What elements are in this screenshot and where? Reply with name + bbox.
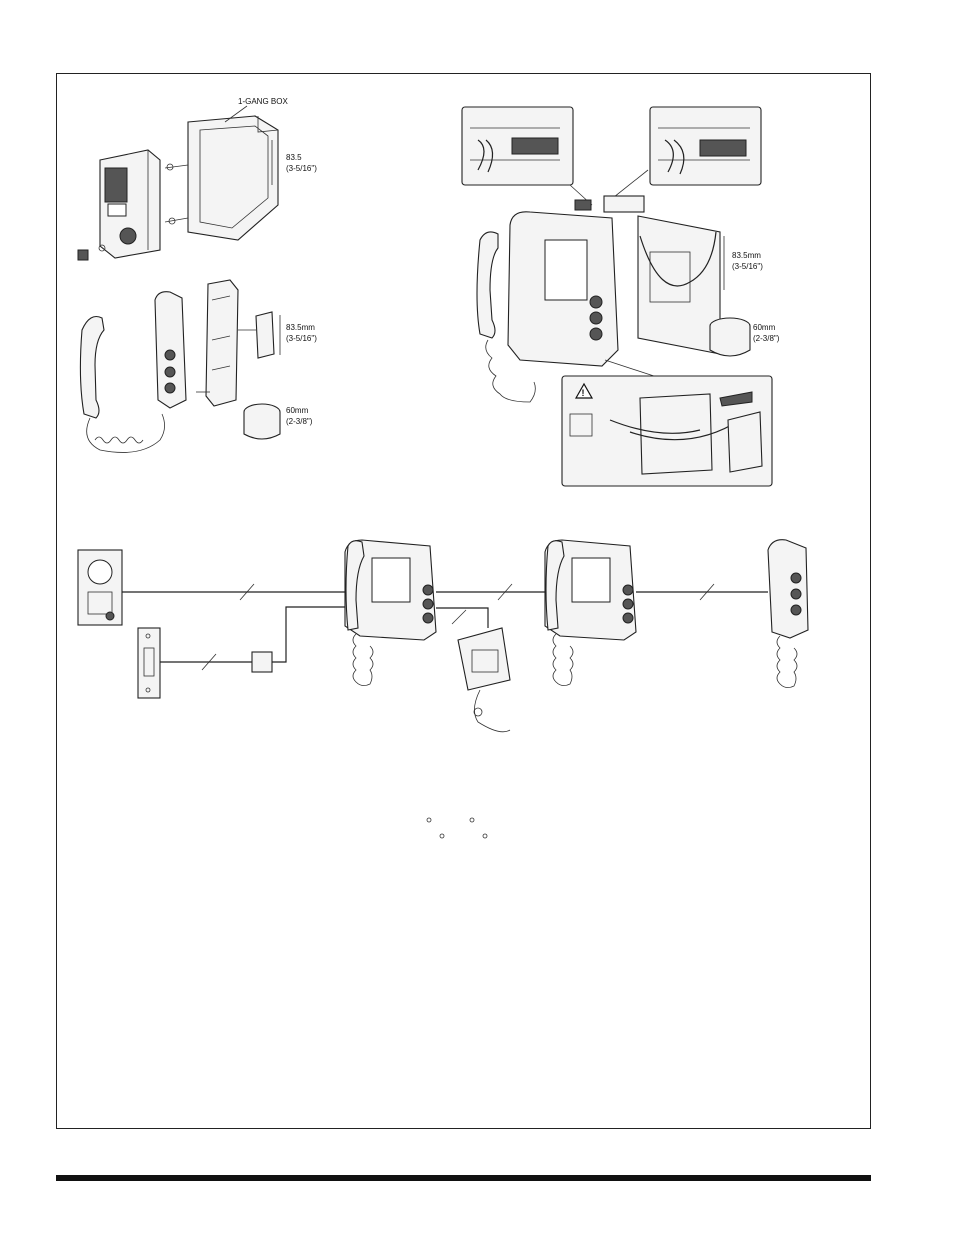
door-strike [137,627,161,699]
main-round-in: (2-3/8") [753,334,780,343]
sub-station [767,539,809,688]
sub-round-in: (2-3/8") [286,417,313,426]
stray-marks [426,817,488,839]
relay-box [251,651,273,673]
sub-dim-mm: 83.5mm [286,323,315,332]
main-monitor-install: 83.5mm (3-5/16") 60mm (2-3/8") ! [461,106,780,487]
main-dim-mm: 83.5mm [732,251,761,260]
page-frame [56,73,871,1129]
gang-box-label: 1-GANG BOX [238,97,288,106]
main-round-mm: 60mm [753,323,776,332]
sub-round-mm: 60mm [286,406,309,415]
door-station [77,549,123,626]
door-station-install: 1-GANG BOX 83.5 (3-5/16") [77,97,317,261]
master-monitor [344,539,437,686]
system-wiring-diagram [77,539,809,733]
main-dim-in: (3-5/16") [732,262,763,271]
warning-triangle-icon: ! [574,382,594,399]
footer-rule [56,1175,871,1181]
sub-dim-in: (3-5/16") [286,334,317,343]
door-dim-in: (3-5/16") [286,164,317,173]
door-dim-mm: 83.5 [286,153,302,162]
power-supply [457,627,511,733]
svg-text:!: ! [582,388,585,398]
sub-monitor [544,539,637,686]
sub-station-install: 83.5mm (3-5/16") 60mm (2-3/8") [79,279,317,453]
